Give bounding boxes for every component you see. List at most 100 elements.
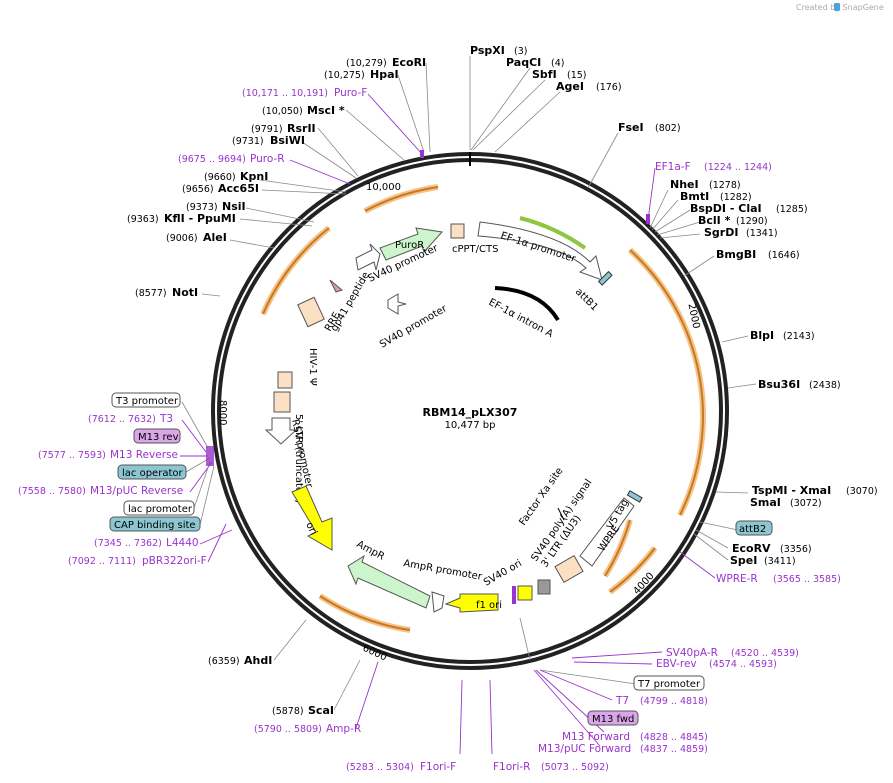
primer-f1ori-r[interactable]: F1ori-R xyxy=(493,761,530,773)
enzyme-ecori[interactable]: EcoRI xyxy=(392,56,426,69)
t3-promoter-box[interactable] xyxy=(111,392,181,408)
rre-feature xyxy=(297,296,325,328)
enzyme-fsei[interactable]: FseI xyxy=(618,121,644,134)
svg-text:(2143): (2143) xyxy=(783,331,815,342)
five-ltr-label: 5' LTR (truncated) xyxy=(293,414,304,503)
t7-promoter-box[interactable] xyxy=(633,675,705,691)
three-ltr-feature xyxy=(554,555,584,583)
puror-feature xyxy=(379,227,443,261)
enzyme-ahdi[interactable]: AhdI xyxy=(244,654,272,667)
svg-text:(3): (3) xyxy=(514,46,527,57)
enzyme-kfli-ppumi[interactable]: KflI - PpuMI xyxy=(164,212,236,225)
svg-text:attB2: attB2 xyxy=(739,524,766,535)
enzyme-bspdi-clai[interactable]: BspDI - ClaI xyxy=(690,202,762,215)
svg-text:(4828 .. 4845): (4828 .. 4845) xyxy=(640,732,708,743)
plasmid-length: 10,477 bp xyxy=(445,420,496,431)
svg-text:(10,171 .. 10,191): (10,171 .. 10,191) xyxy=(242,88,328,99)
enzyme-nhei[interactable]: NheI xyxy=(670,178,699,191)
lac-promoter-box[interactable] xyxy=(123,500,195,516)
svg-text:(9373): (9373) xyxy=(186,202,218,213)
primer-labels: Puro-F (10,171 .. 10,191) Puro-R (9675 .… xyxy=(18,87,841,773)
primer-sv40pa-r[interactable]: SV40pA-R xyxy=(666,647,718,659)
svg-text:(802): (802) xyxy=(655,123,681,134)
svg-text:(176): (176) xyxy=(596,82,622,93)
m13-fwd-box[interactable] xyxy=(587,710,639,726)
enzyme-bmti[interactable]: BmtI xyxy=(680,190,709,203)
arc-left-upper xyxy=(260,225,331,316)
enzyme-tspmi-xmai[interactable]: TspMI - XmaI xyxy=(752,484,831,497)
tick-2000: 2000 xyxy=(685,303,701,330)
primer-puro-f[interactable]: Puro-F xyxy=(334,87,367,99)
enzyme-ecorv[interactable]: EcoRV xyxy=(732,542,771,555)
enzyme-acc65i[interactable]: Acc65I xyxy=(218,182,259,195)
svg-text:(9791): (9791) xyxy=(251,124,283,135)
enzyme-bsiwi[interactable]: BsiWI xyxy=(270,134,305,147)
primer-t3[interactable]: T3 xyxy=(159,413,173,425)
lac-operator-box[interactable] xyxy=(117,464,187,480)
sv40-ori-label: SV40 ori xyxy=(482,558,524,589)
primer-m13-reverse[interactable]: M13 Reverse xyxy=(110,449,178,461)
m13-rev-box[interactable] xyxy=(133,428,181,444)
sv40-polya-feature xyxy=(537,579,551,595)
svg-text:(5283 .. 5304): (5283 .. 5304) xyxy=(346,762,414,773)
enzyme-pspxi[interactable]: PspXI xyxy=(470,44,505,57)
enzyme-agei[interactable]: AgeI xyxy=(556,80,584,93)
svg-text:M13 rev: M13 rev xyxy=(138,432,179,443)
enzyme-sbfi[interactable]: SbfI xyxy=(532,68,557,81)
primer-puro-r[interactable]: Puro-R xyxy=(250,153,285,165)
svg-text:(7577 .. 7593): (7577 .. 7593) xyxy=(38,450,106,461)
primer-amp-r[interactable]: Amp-R xyxy=(326,723,361,735)
backbone-markers xyxy=(206,150,650,604)
enzyme-bcli[interactable]: BclI * xyxy=(698,214,731,227)
primer-l4440[interactable]: L4440 xyxy=(166,537,199,549)
factor-xa-mark xyxy=(557,507,565,521)
enzyme-hpai[interactable]: HpaI xyxy=(370,68,399,81)
primer-pbr322ori-f[interactable]: pBR322ori-F xyxy=(142,555,207,567)
rsv-promoter-arrow xyxy=(264,417,298,445)
enzyme-smai[interactable]: SmaI xyxy=(750,496,781,509)
svg-text:(9660): (9660) xyxy=(204,172,236,183)
cap-binding-site-box[interactable] xyxy=(109,516,201,532)
primer-wpre-r[interactable]: WPRE-R xyxy=(716,573,758,585)
svg-text:(9731): (9731) xyxy=(232,136,264,147)
svg-text:(7558 .. 7580): (7558 .. 7580) xyxy=(18,486,86,497)
enzyme-paqci[interactable]: PaqCI xyxy=(506,56,541,69)
svg-text:(5073 .. 5092): (5073 .. 5092) xyxy=(541,762,609,773)
svg-text:(10,279): (10,279) xyxy=(346,58,387,69)
svg-text:T3 promoter: T3 promoter xyxy=(115,396,179,407)
enzyme-bsu36i[interactable]: Bsu36I xyxy=(758,378,800,391)
plasmid-name: RBM14_pLX307 xyxy=(423,406,518,419)
primer-m13-puc-reverse[interactable]: M13/pUC Reverse xyxy=(90,485,183,497)
enzyme-sgrdi[interactable]: SgrDI xyxy=(704,226,738,239)
puror-label: PuroR xyxy=(395,240,424,251)
primer-ef1a-f[interactable]: EF1a-F xyxy=(655,161,691,173)
hiv1-psi-feature xyxy=(277,371,293,389)
enzyme-bmgbi[interactable]: BmgBI xyxy=(716,248,756,261)
svg-text:(1341): (1341) xyxy=(746,228,778,239)
enzyme-alei[interactable]: AleI xyxy=(203,231,227,244)
svg-text:(9006): (9006) xyxy=(166,233,198,244)
ampr-promoter-label: AmpR promoter xyxy=(402,558,483,583)
enzyme-scai[interactable]: ScaI xyxy=(308,704,334,717)
svg-text:(1282): (1282) xyxy=(720,192,752,203)
enzyme-kpni[interactable]: KpnI xyxy=(240,170,268,183)
primer-f1ori-f[interactable]: F1ori-F xyxy=(420,761,456,773)
primer-m13-puc-forward[interactable]: M13/pUC Forward xyxy=(538,743,631,755)
boxed-labels: attB2 T7 promoter M13 fwd T3 promoter M1… xyxy=(109,392,773,726)
enzyme-nsii[interactable]: NsiI xyxy=(222,200,246,213)
primer-m13-forward[interactable]: M13 Forward xyxy=(562,731,630,743)
svg-text:CAP binding site: CAP binding site xyxy=(114,520,196,531)
ef1a-promoter-arc xyxy=(519,216,587,250)
enzyme-rsrii[interactable]: RsrII xyxy=(287,122,316,135)
enzyme-blpi[interactable]: BlpI xyxy=(750,329,774,342)
enzyme-msci[interactable]: MscI * xyxy=(307,104,345,117)
attb2-box[interactable] xyxy=(735,520,773,536)
sv40-promoter-2-arrow xyxy=(387,293,407,315)
enzyme-spei[interactable]: SpeI xyxy=(730,554,757,567)
five-ltr-feature xyxy=(273,391,291,413)
primer-t7[interactable]: T7 xyxy=(615,695,629,707)
enzyme-noti[interactable]: NotI xyxy=(172,286,198,299)
hiv1-psi-label: HIV-1 Ψ xyxy=(307,348,318,386)
primer-ebv-rev[interactable]: EBV-rev xyxy=(656,658,697,670)
